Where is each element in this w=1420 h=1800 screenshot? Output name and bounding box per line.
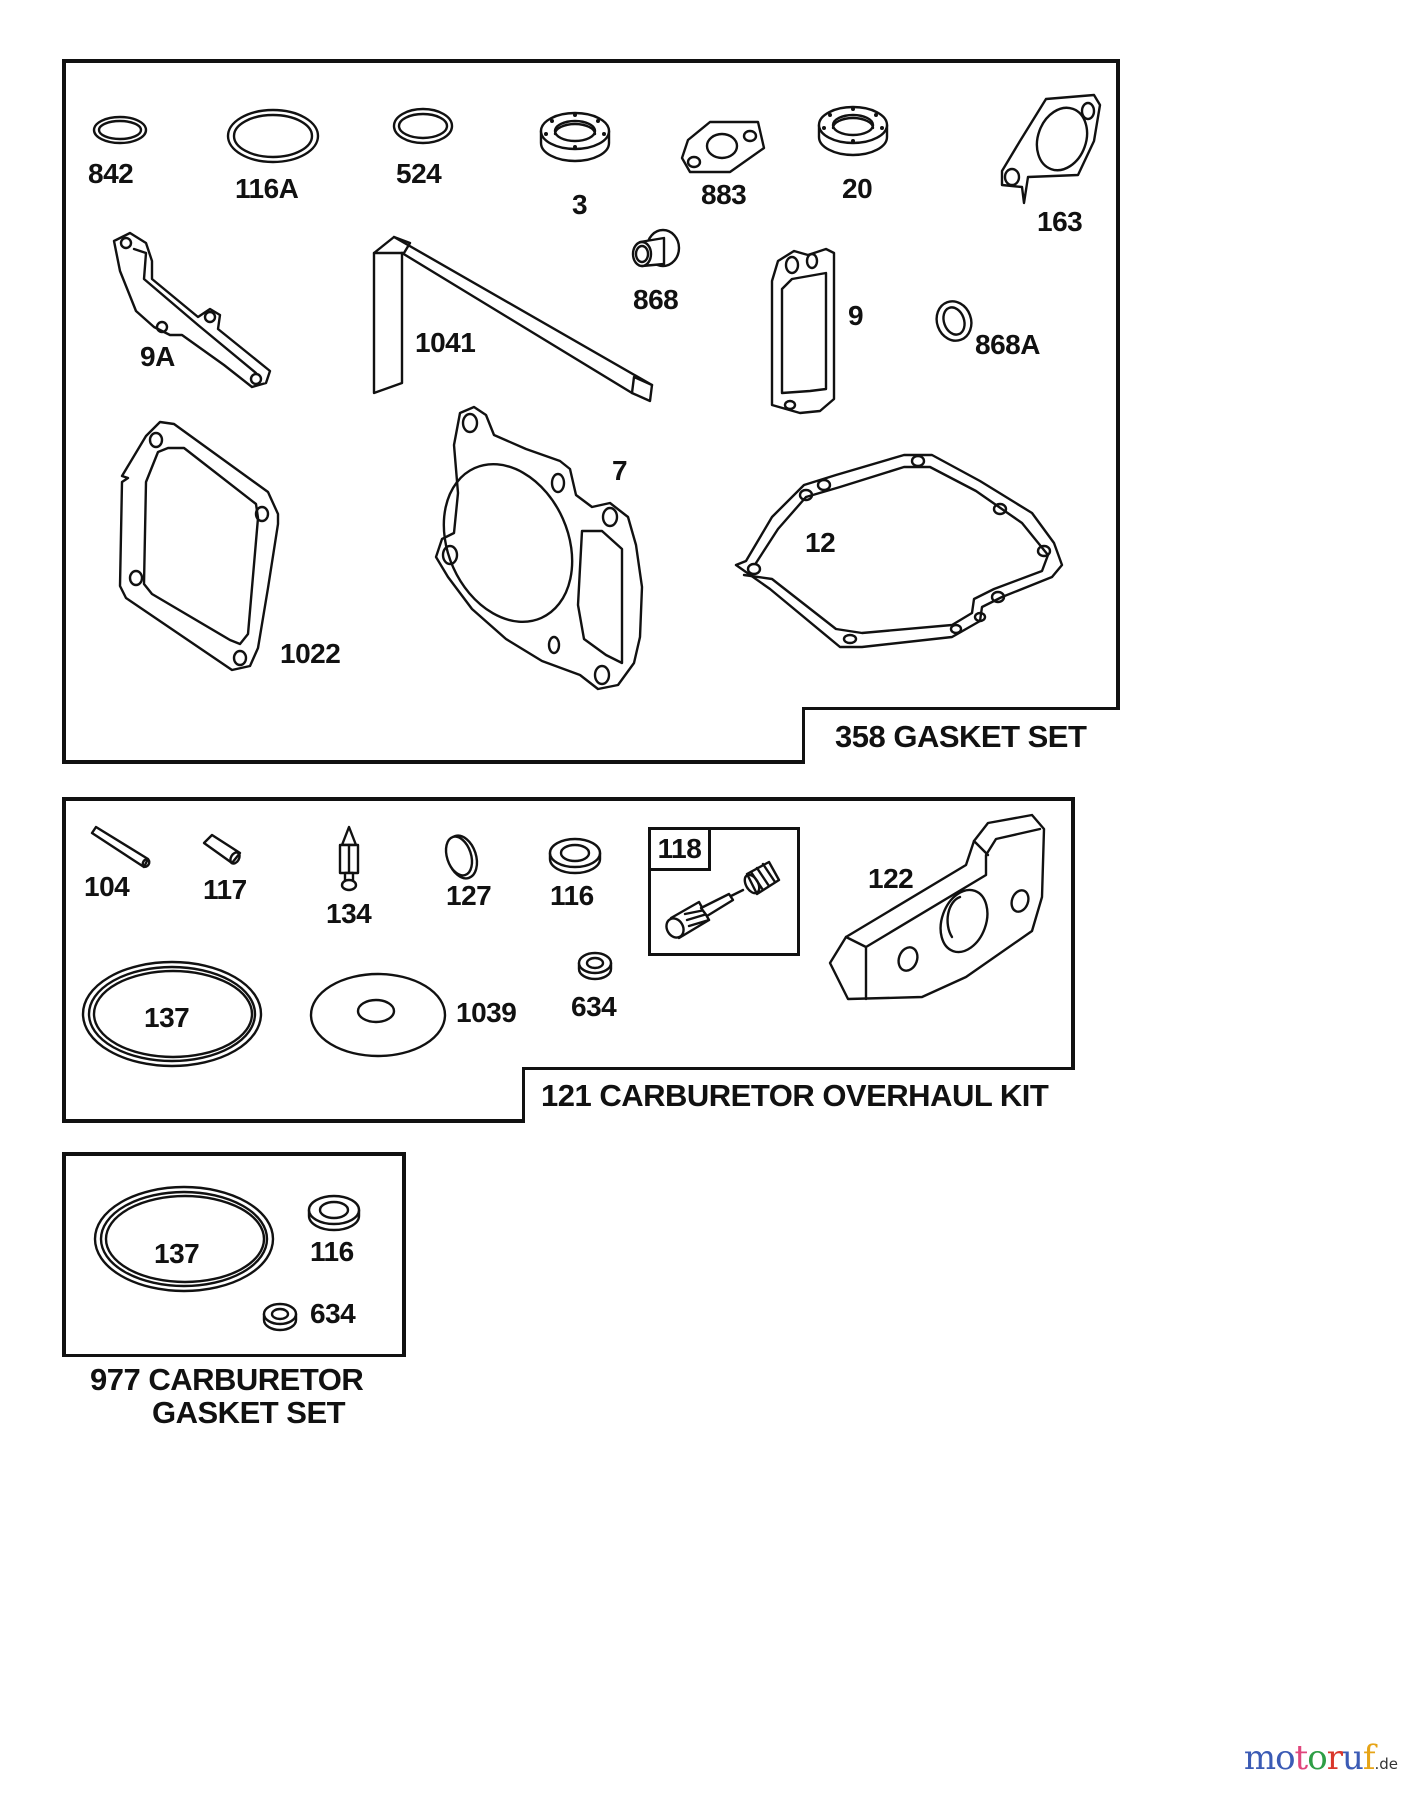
part-label-7: 7 bbox=[612, 455, 628, 486]
cover-gasket-1022-icon bbox=[118, 420, 280, 672]
part-label-3: 3 bbox=[572, 189, 588, 220]
part-label-9a: 9A bbox=[140, 341, 175, 372]
part-label-118: 118 bbox=[657, 833, 702, 865]
diaphragm-disc-1039-icon bbox=[309, 972, 447, 1058]
inlet-needle-134-icon bbox=[338, 825, 360, 892]
washer-116-icon bbox=[548, 837, 602, 875]
elongated-gasket-9a-icon bbox=[112, 231, 272, 389]
part-label-1041: 1041 bbox=[415, 327, 476, 358]
gasket-set-panel: 842 116A 524 3 883 20 163 9A 1041 868 9 … bbox=[62, 59, 1120, 764]
rectangular-gasket-9-icon bbox=[770, 247, 836, 415]
welch-plug-127-icon bbox=[444, 834, 479, 880]
oil-seal-20-icon bbox=[817, 105, 889, 157]
valve-stem-seal-868-icon bbox=[631, 228, 681, 268]
carburetor-gasket-set-panel: 137 116 634 977 CARBURETOR GASKET SET bbox=[62, 1152, 406, 1436]
carburetor-gasket-set-title-line1: 977 CARBURETOR bbox=[90, 1361, 364, 1397]
part-label-524: 524 bbox=[396, 158, 442, 189]
part-label-127: 127 bbox=[446, 880, 492, 911]
part-label-104: 104 bbox=[84, 871, 130, 902]
washer-116-icon bbox=[307, 1194, 361, 1232]
part-label-117: 117 bbox=[203, 874, 247, 905]
part-label-842: 842 bbox=[88, 158, 134, 189]
carburetor-overhaul-kit-title: 121 CARBURETOR OVERHAUL KIT bbox=[541, 1078, 1049, 1114]
carburetor-overhaul-kit-panel: 104 117 134 127 116 118 122 137 1039 634… bbox=[62, 797, 1075, 1123]
carburetor-spacer-122-icon bbox=[828, 813, 1046, 1001]
flange-gasket-883-icon bbox=[680, 120, 766, 174]
bowl-gasket-137-icon bbox=[93, 1185, 275, 1293]
watermark-letter: f bbox=[1362, 1738, 1376, 1778]
gasket-set-title-box: 358 GASKET SET bbox=[802, 707, 1120, 764]
part-label-134: 134 bbox=[326, 898, 372, 929]
part-label-116: 116 bbox=[310, 1236, 354, 1267]
intake-gasket-163-icon bbox=[1000, 93, 1102, 205]
part-label-122: 122 bbox=[868, 863, 914, 894]
motoruf-watermark: motoruf.de bbox=[1244, 1738, 1398, 1778]
pin-104-icon bbox=[90, 825, 151, 869]
part-label-868: 868 bbox=[633, 284, 679, 315]
mixture-screw-subbox: 118 bbox=[648, 827, 800, 956]
crankcase-gasket-12-icon bbox=[734, 453, 1064, 649]
part-label-116a: 116A bbox=[235, 173, 299, 204]
part-label-868a: 868A bbox=[975, 329, 1040, 360]
part-label-20: 20 bbox=[842, 173, 873, 204]
washer-868a-icon bbox=[935, 300, 973, 342]
o-ring-842-icon bbox=[92, 115, 148, 145]
part-label-9: 9 bbox=[848, 300, 864, 331]
part-label-1022: 1022 bbox=[280, 638, 341, 669]
part-label-163: 163 bbox=[1037, 206, 1083, 237]
part-label-12: 12 bbox=[805, 527, 836, 558]
watermark-letter: u bbox=[1341, 1738, 1364, 1778]
oil-seal-3-icon bbox=[539, 111, 611, 163]
carburetor-gasket-set-title-line2: GASKET SET bbox=[152, 1394, 346, 1430]
bowl-gasket-137-icon bbox=[81, 960, 263, 1068]
o-ring-116a-icon bbox=[226, 108, 320, 164]
mixture-screw-ref-box: 118 bbox=[648, 827, 711, 871]
part-label-137: 137 bbox=[154, 1238, 200, 1269]
part-label-116: 116 bbox=[550, 880, 594, 911]
part-label-883: 883 bbox=[701, 179, 747, 210]
part-label-634: 634 bbox=[310, 1298, 356, 1329]
washer-634-icon bbox=[577, 951, 613, 981]
watermark-letter: m bbox=[1243, 1738, 1276, 1778]
o-ring-524-icon bbox=[392, 107, 454, 145]
mixture-screw-and-spring-118-icon bbox=[665, 860, 781, 940]
part-label-137: 137 bbox=[144, 1002, 190, 1033]
watermark-letter: o bbox=[1307, 1738, 1328, 1778]
washer-634-icon bbox=[262, 1302, 298, 1332]
watermark-letter: r bbox=[1326, 1738, 1343, 1778]
seal-strip-1041-icon bbox=[372, 235, 654, 403]
carburetor-overhaul-kit-title-box: 121 CARBURETOR OVERHAUL KIT bbox=[522, 1067, 1075, 1123]
cylinder-head-gasket-7-icon bbox=[434, 405, 644, 691]
bushing-117-icon bbox=[202, 833, 242, 865]
watermark-letter: o bbox=[1275, 1738, 1296, 1778]
carburetor-gasket-set-title-box: 977 CARBURETOR GASKET SET bbox=[62, 1354, 406, 1436]
part-label-634: 634 bbox=[571, 991, 617, 1022]
part-label-1039: 1039 bbox=[456, 997, 517, 1028]
watermark-suffix: .de bbox=[1374, 1755, 1398, 1773]
watermark-letter: t bbox=[1294, 1738, 1309, 1778]
gasket-set-title: 358 GASKET SET bbox=[835, 718, 1087, 754]
